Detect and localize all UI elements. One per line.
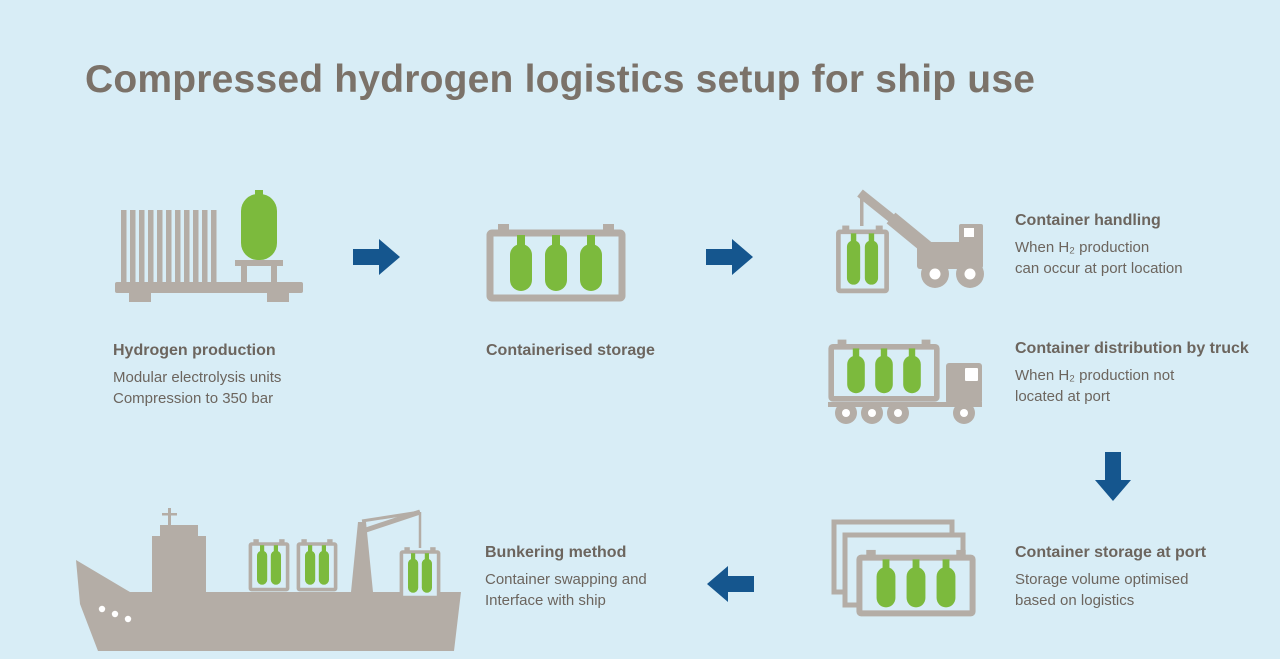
step-line: When H₂ production not: [1015, 367, 1175, 384]
arrow-down-icon: [1095, 452, 1131, 501]
step-line: Container swapping and: [485, 571, 647, 588]
portholes: [98, 605, 132, 623]
truck-bed: [828, 402, 982, 407]
deck-container: [248, 538, 290, 592]
step-line: Modular electrolysis units: [113, 369, 282, 386]
truck-cab: [946, 363, 982, 404]
cargo-ship-icon: [76, 508, 461, 651]
step-label: Hydrogen production: [113, 342, 276, 359]
ship-bridge: [152, 508, 206, 593]
step-label: Container storage at port: [1015, 544, 1207, 561]
truck-container: [831, 340, 937, 399]
step-line: Storage volume optimised: [1015, 571, 1189, 588]
container-storage-port-text: Container storage at port Storage volume…: [1015, 544, 1206, 611]
base-platform: [115, 282, 303, 302]
container-truck-icon: [828, 333, 982, 424]
truck-wheels: [835, 402, 975, 424]
arrow-right-icon: [353, 239, 400, 275]
step-line: Interface with ship: [485, 592, 606, 609]
step-line: based on logistics: [1015, 592, 1135, 609]
step-line: located at port: [1015, 388, 1111, 405]
ship-crane: [351, 509, 422, 592]
container-distribution-text: Container distribution by truck When H₂ …: [1015, 340, 1249, 407]
tank-stand: [235, 260, 283, 282]
ship-hull: [76, 560, 461, 651]
crane-truck: [917, 224, 984, 288]
page-title: Compressed hydrogen logistics setup for …: [85, 58, 1036, 101]
arrow-left-icon: [707, 566, 754, 602]
step-label: Container distribution by truck: [1015, 340, 1249, 357]
stacked-containers-icon: [831, 519, 980, 628]
step-line: can occur at port location: [1015, 260, 1183, 277]
deck-container: [296, 538, 338, 592]
step-line: Compression to 350 bar: [113, 390, 274, 407]
hydrogen-production-text: Hydrogen production Modular electrolysis…: [113, 342, 281, 409]
storage-container-icon: [486, 222, 626, 302]
hydrogen-tank: [241, 190, 277, 260]
step-line: When H₂ production: [1015, 239, 1150, 256]
bunkering-text: Bunkering method Container swapping and …: [485, 544, 647, 611]
step-label: Container handling: [1015, 212, 1161, 229]
step-label: Containerised storage: [486, 342, 655, 359]
step-label: Bunkering method: [485, 544, 627, 561]
arrow-right-icon: [706, 239, 753, 275]
electrolysis-stack: [121, 210, 217, 282]
lifted-container: [838, 226, 886, 291]
mobile-crane-icon: [833, 189, 984, 296]
container-handling-text: Container handling When H₂ production ca…: [1015, 212, 1183, 279]
containerised-storage-text: Containerised storage: [486, 342, 655, 367]
electrolysis-unit-with-tank-icon: [115, 190, 303, 302]
